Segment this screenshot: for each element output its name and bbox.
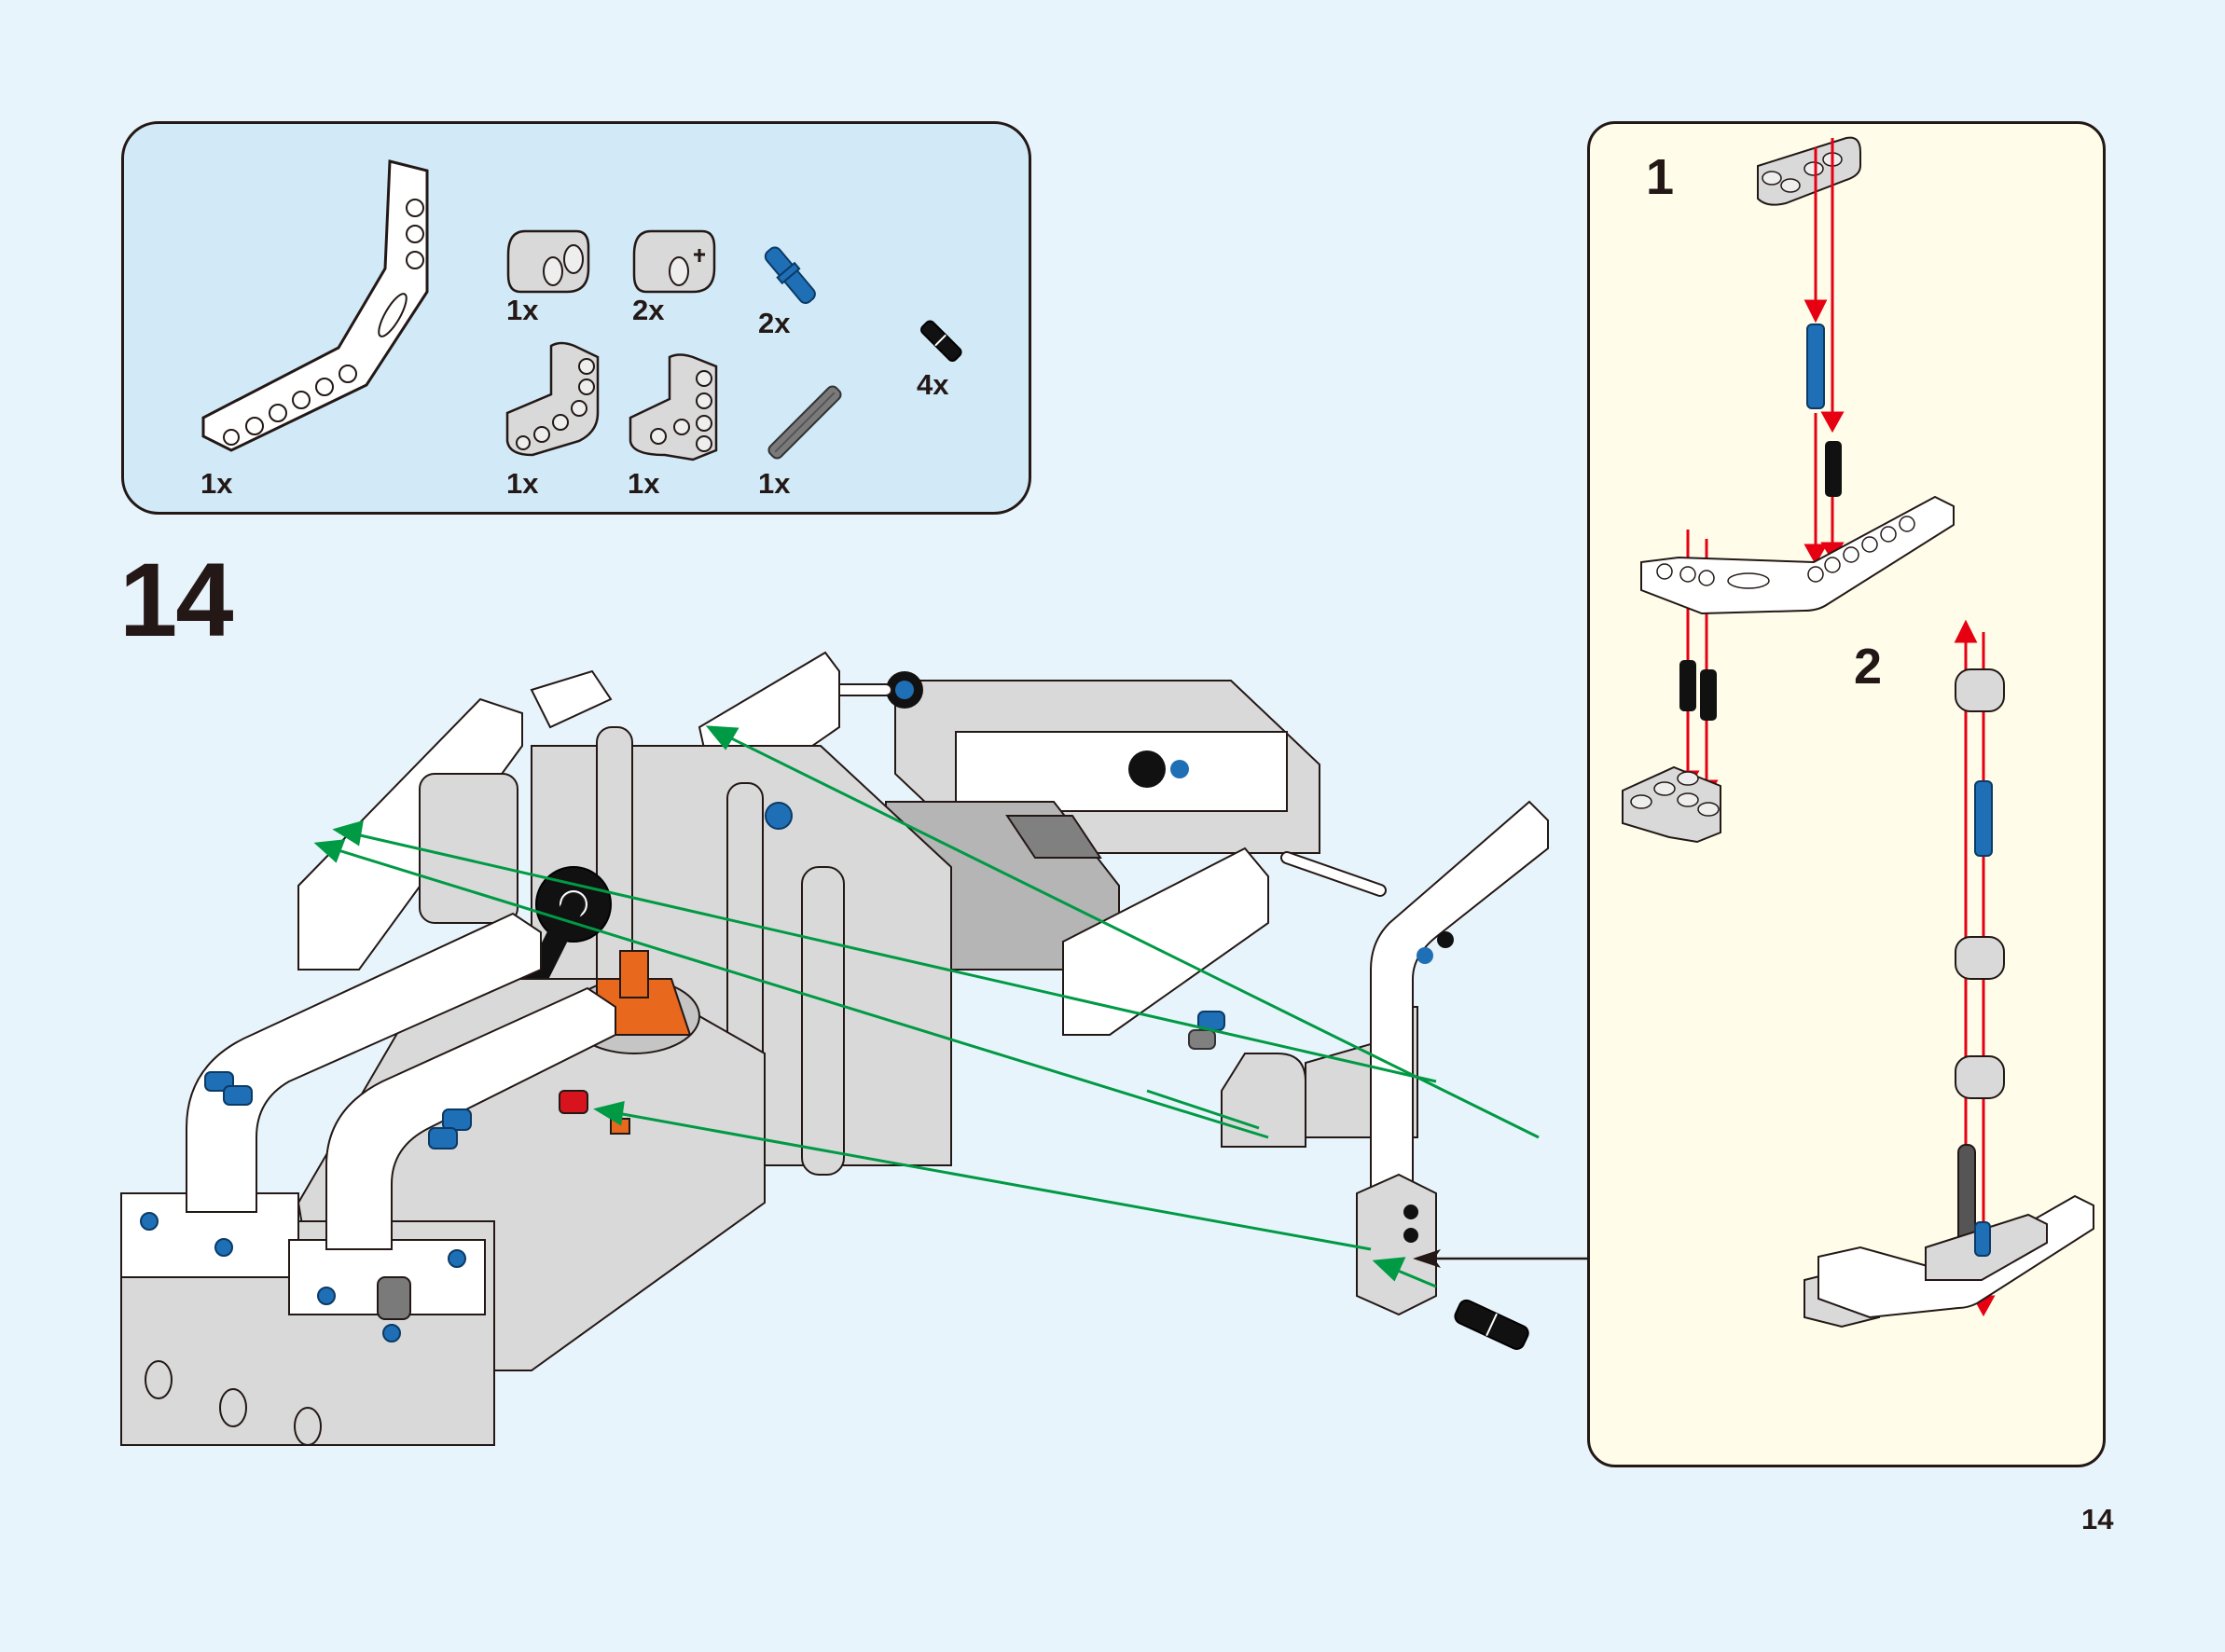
black-pin-part-icon	[920, 320, 962, 362]
quantity-label: 1x	[200, 467, 233, 500]
front-arches	[186, 912, 616, 1250]
step1-l-beam	[1757, 136, 1861, 206]
step1-black-pin	[1825, 441, 1842, 497]
quantity-label: 1x	[506, 294, 539, 326]
quantity-label: 1x	[506, 467, 539, 500]
callout-arrow	[1413, 1249, 1587, 1268]
bent-beam-part-icon	[201, 159, 429, 452]
step1-bent-beam	[1640, 495, 1955, 615]
blue-pins	[204, 1071, 472, 1150]
blue-pin-part-icon	[764, 246, 816, 304]
substep-1-label: 1	[1646, 149, 1675, 205]
t-beam-part-icon	[629, 353, 718, 461]
step1-black-pin	[1700, 669, 1717, 721]
step1-t-beam	[1622, 765, 1721, 844]
step2-result-assembly	[1803, 1194, 2094, 1328]
step2-blue-pin	[1974, 780, 1993, 857]
quantity-label: 1x	[758, 467, 791, 500]
step1-blue-pin	[1806, 324, 1825, 409]
subassembly-illustration	[1622, 136, 2094, 1328]
quantity-label: 2x	[758, 307, 791, 339]
quantity-label: 2x	[632, 294, 665, 326]
quantity-label: 4x	[917, 368, 949, 401]
beam-2-round-part-icon	[506, 229, 590, 294]
substep-2-label: 2	[1854, 639, 1883, 695]
page-number: 14	[2081, 1503, 2114, 1535]
axle-part-icon	[767, 385, 842, 460]
main-assembly-illustration	[120, 651, 1587, 1446]
l-beam-part-icon	[505, 341, 600, 457]
front-base	[120, 1192, 495, 1446]
step-number: 14	[119, 542, 234, 658]
parts-list-panel: 1x 1x 2x 2x 4x 1x	[121, 121, 1031, 515]
step1-black-pin	[1679, 660, 1696, 711]
subassembly-panel: 1 2	[1587, 121, 2106, 1467]
step1-red-arrows	[1676, 138, 1996, 1317]
green-arrows	[313, 725, 1540, 1288]
beam-2-axle-part-icon	[632, 229, 716, 294]
step2-beams	[1955, 668, 2005, 1099]
quantity-label: 1x	[628, 467, 660, 500]
